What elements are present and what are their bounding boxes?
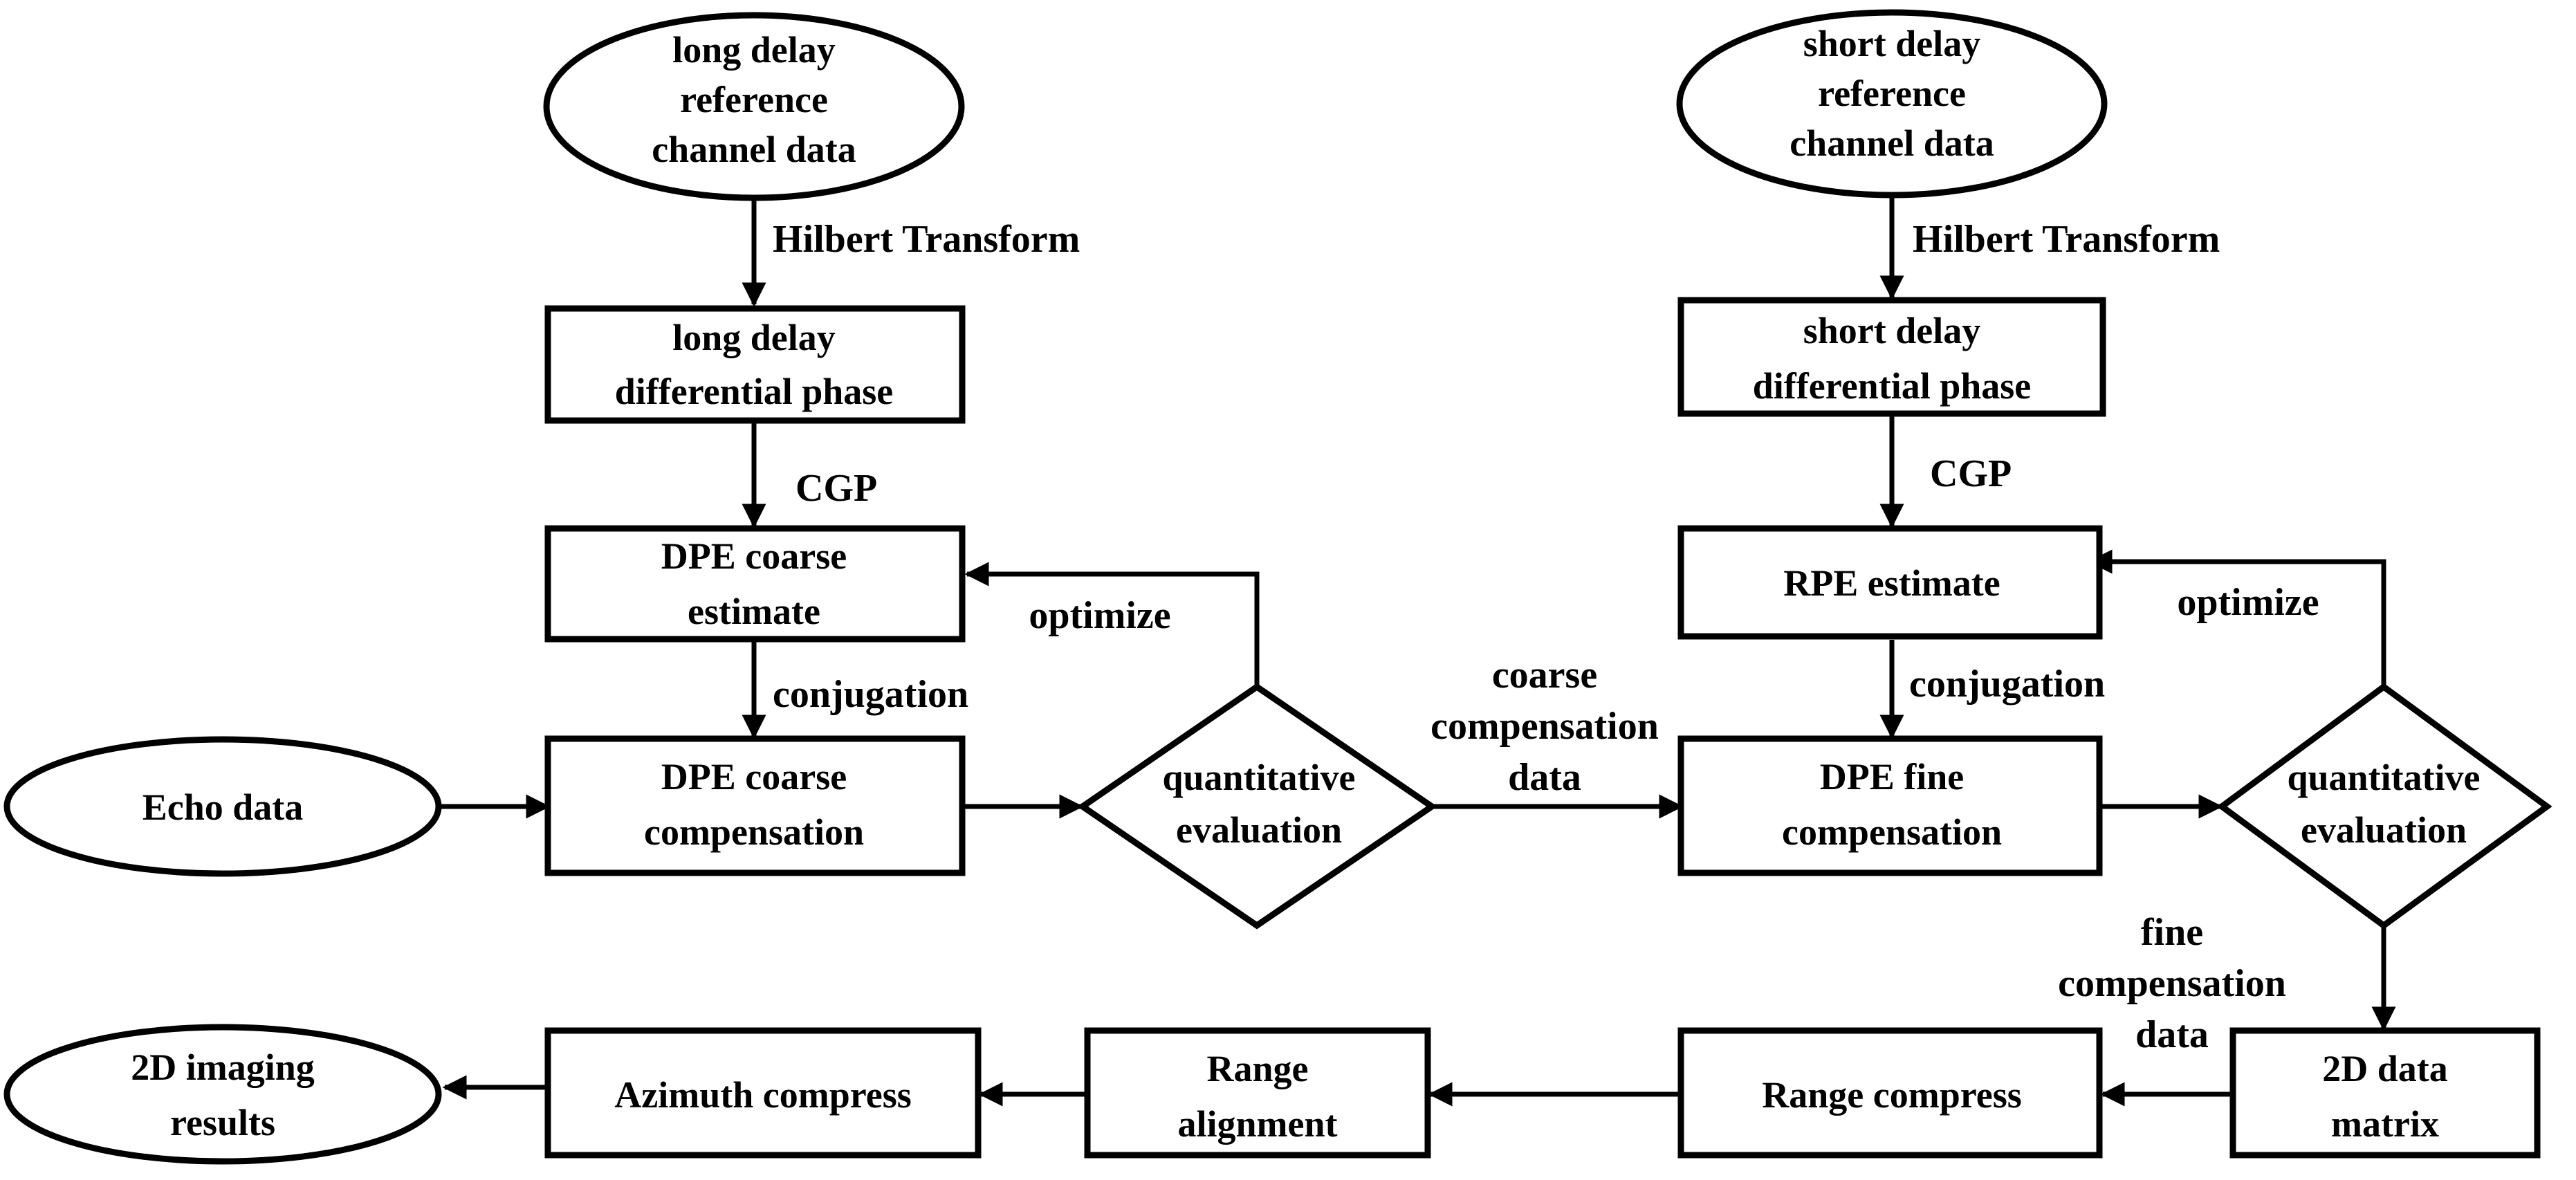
data-matrix-label-line-1: 2D data xyxy=(2322,1048,2448,1089)
range-compress-box xyxy=(1677,1027,2103,1159)
short-ref-label-line-2: reference xyxy=(1818,73,1966,114)
range-compress-label-line-1: Range compress xyxy=(1762,1074,2021,1116)
imaging-results-label-line-2: results xyxy=(170,1102,275,1143)
dpe-coarse-estimate-label-line-1: DPE coarse xyxy=(661,535,847,577)
imaging-results-ellipse xyxy=(3,1024,442,1165)
hilbert-transform-right-label: Hilbert Transform xyxy=(1913,218,2220,261)
fine-compensation-data-label-line-2: compensation xyxy=(2058,962,2286,1005)
hilbert-transform-left-label: Hilbert Transform xyxy=(773,218,1080,261)
long-phase-label-line-1: long delay xyxy=(672,317,836,358)
eval-2-label-line-1: quantitative xyxy=(2287,757,2480,798)
fine-compensation-data-label-line-1: fine xyxy=(2141,911,2203,954)
imaging-results-label-line-1: 2D imaging xyxy=(131,1047,315,1088)
coarse-compensation-data-label-line-3: data xyxy=(1508,756,1581,799)
short-ref-label-line-1: short delay xyxy=(1803,23,1981,64)
long-ref-label-line-2: reference xyxy=(680,79,828,120)
conjugation-left-label-line-1: conjugation xyxy=(773,673,968,716)
long-phase-label: long delay differential phase xyxy=(615,317,894,412)
data-matrix-box xyxy=(2229,1027,2541,1159)
conjugation-right-label-line-1: conjugation xyxy=(1909,663,2105,706)
short-phase-label: short delay differential phase xyxy=(1753,310,2032,407)
dpe-coarse-comp-label-line-2: compensation xyxy=(644,811,864,853)
fine-compensation-data-label-line-3: data xyxy=(2135,1013,2209,1056)
long-ref-label: long delay reference channel data xyxy=(652,29,856,170)
eval-2-label-line-2: evaluation xyxy=(2301,809,2467,851)
short-phase-box xyxy=(1677,297,2106,417)
range-alignment-label: Range alignment xyxy=(1177,1048,1337,1145)
dpe-coarse-comp-label-line-1: DPE coarse xyxy=(661,756,847,798)
short-phase-label-line-1: short delay xyxy=(1803,310,1981,351)
dpe-fine-comp-label-line-1: DPE fine xyxy=(1820,756,1965,798)
echo-label: Echo data xyxy=(142,786,304,828)
optimize-right-label-line-1: optimize xyxy=(2177,581,2319,624)
cgp-right-label: CGP xyxy=(1930,452,2012,495)
range-alignment-label-line-2: alignment xyxy=(1177,1103,1337,1145)
eval-2-diamond xyxy=(2216,683,2552,930)
data-matrix-label-line-2: matrix xyxy=(2331,1103,2439,1145)
azimuth-compress-label-line-1: Azimuth compress xyxy=(614,1074,911,1116)
eval-2-label: quantitative evaluation xyxy=(2287,757,2480,851)
connectors xyxy=(441,197,2396,1107)
rpe-estimate-label-line-1: RPE estimate xyxy=(1783,562,2000,604)
coarse-compensation-data-label-line-1: coarse xyxy=(1492,654,1597,697)
hilbert-transform-left-label-line-1: Hilbert Transform xyxy=(773,218,1080,261)
dpe-coarse-comp-label: DPE coarse compensation xyxy=(644,756,864,853)
range-compress-label: Range compress xyxy=(1762,1074,2021,1116)
short-ref-ellipse xyxy=(1676,9,2108,199)
azimuth-compress-label: Azimuth compress xyxy=(614,1074,911,1116)
eval-1-label-line-2: evaluation xyxy=(1176,809,1342,851)
long-phase-box xyxy=(544,305,966,424)
rpe-estimate-label: RPE estimate xyxy=(1783,562,2000,604)
conjugation-left-label: conjugation xyxy=(773,673,968,716)
cgp-right-label-line-1: CGP xyxy=(1930,452,2012,495)
hilbert-transform-right-label-line-1: Hilbert Transform xyxy=(1913,218,2220,261)
node-shapes xyxy=(3,9,2552,1165)
short-ref-label-line-3: channel data xyxy=(1790,122,1994,164)
dpe-coarse-estimate-box xyxy=(544,525,966,643)
optimize-right-label: optimize xyxy=(2177,581,2319,624)
long-ref-label-line-3: channel data xyxy=(652,129,856,170)
eval-1-label: quantitative evaluation xyxy=(1162,757,1355,851)
node-labels: long delay reference channel data short de… xyxy=(131,23,2480,1145)
short-ref-label: short delay reference channel data xyxy=(1790,23,1994,164)
range-alignment-box xyxy=(1084,1027,1431,1159)
dpe-coarse-estimate-label: DPE coarse estimate xyxy=(661,535,847,632)
cgp-left-label-line-1: CGP xyxy=(795,467,877,510)
echo-ellipse xyxy=(3,736,442,877)
dpe-fine-comp-label: DPE fine compensation xyxy=(1782,756,2002,853)
long-ref-label-line-1: long delay xyxy=(672,29,836,71)
eval-1-label-line-1: quantitative xyxy=(1162,757,1355,798)
data-matrix-label: 2D data matrix xyxy=(2322,1048,2448,1145)
rpe-estimate-box xyxy=(1677,525,2103,640)
dpe-fine-comp-box xyxy=(1677,735,2103,876)
coarse-compensation-data-label: coarse compensation data xyxy=(1430,654,1659,799)
dpe-coarse-estimate-label-line-2: estimate xyxy=(688,591,820,632)
optimize-left-label-line-1: optimize xyxy=(1029,594,1170,637)
arrow-eval-2-optimize-loop xyxy=(2088,549,2386,688)
range-alignment-label-line-1: Range xyxy=(1207,1048,1309,1089)
long-phase-label-line-2: differential phase xyxy=(615,371,894,412)
echo-label-line-1: Echo data xyxy=(142,786,304,828)
cgp-left-label: CGP xyxy=(795,467,877,510)
optimize-left-label: optimize xyxy=(1029,594,1170,637)
conjugation-right-label: conjugation xyxy=(1909,663,2105,706)
edge-labels: Hilbert Transform Hilbert Transform CGP … xyxy=(773,218,2319,1056)
short-phase-label-line-2: differential phase xyxy=(1753,365,2032,407)
coarse-compensation-data-label-line-2: compensation xyxy=(1430,705,1659,748)
eval-1-diamond xyxy=(1077,683,1437,930)
long-ref-ellipse xyxy=(543,12,965,201)
imaging-results-label: 2D imaging results xyxy=(131,1047,315,1143)
arrow-eval-1-optimize-loop xyxy=(964,562,1260,688)
dpe-fine-comp-label-line-2: compensation xyxy=(1782,811,2002,853)
azimuth-compress-box xyxy=(544,1027,982,1159)
fine-compensation-data-label: fine compensation data xyxy=(2058,911,2286,1056)
dpe-coarse-comp-box xyxy=(544,735,966,876)
